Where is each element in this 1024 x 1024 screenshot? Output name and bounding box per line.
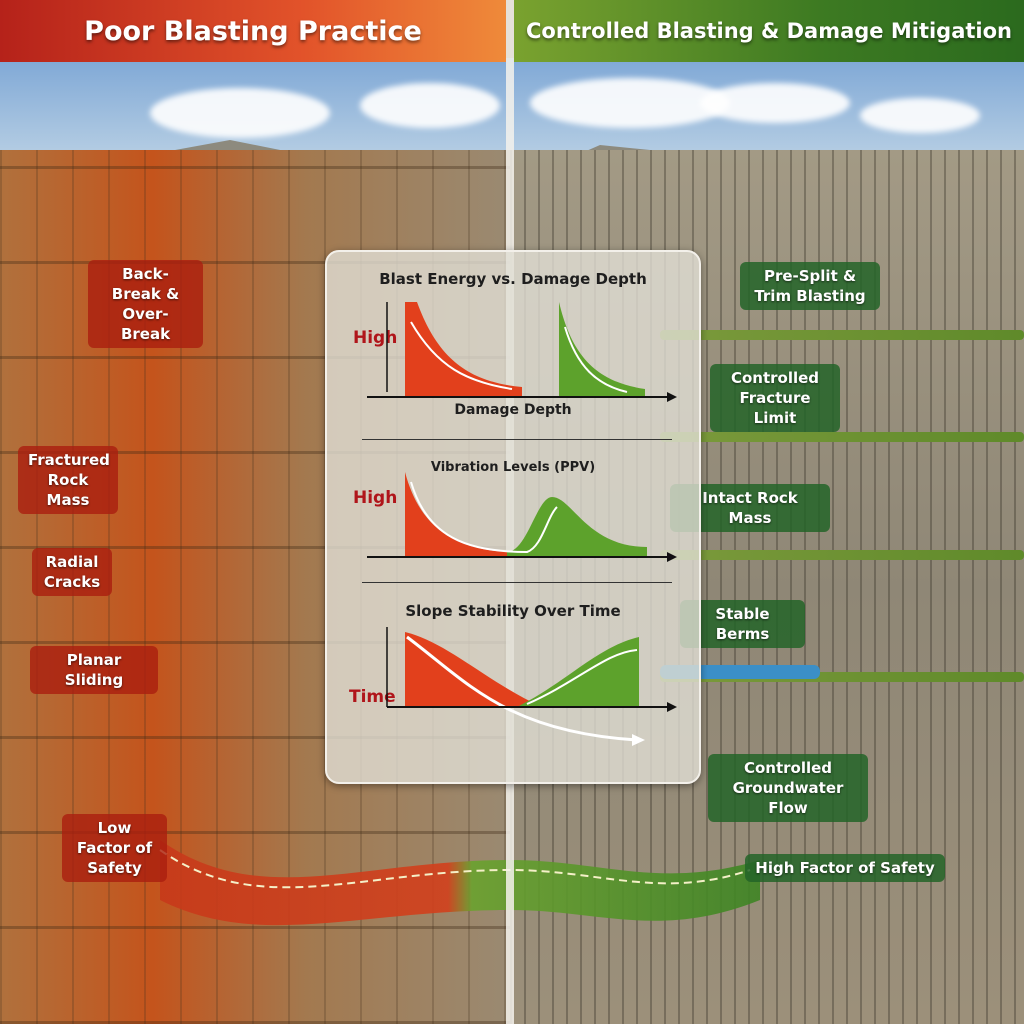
label-fractured-rock: Fractured Rock Mass [18, 446, 118, 514]
separator [362, 439, 672, 440]
x-label-damage-depth: Damage Depth [454, 402, 572, 418]
controlled-stability-curve [517, 637, 639, 707]
berm [660, 550, 1024, 560]
blast-energy-chart [367, 302, 677, 402]
poor-stability-curve [405, 632, 542, 707]
label-controlled-groundwater: Controlled Groundwater Flow [708, 754, 868, 822]
chart-title-blast-energy: Blast Energy vs. Damage Depth [379, 270, 647, 288]
vibration-chart [367, 472, 677, 562]
poor-vibration-curve [405, 472, 517, 557]
slope-stability-chart [386, 627, 677, 746]
label-planar-sliding: Planar Sliding [30, 646, 158, 694]
separator [362, 582, 672, 583]
header-controlled-blasting: Controlled Blasting & Damage Mitigation [514, 0, 1024, 62]
header-poor-blasting: Poor Blasting Practice [0, 0, 506, 62]
label-high-factor-of-safety: High Factor of Safety [745, 854, 945, 882]
label-back-break: Back-Break & Over-Break [88, 260, 203, 348]
label-pre-split: Pre-Split & Trim Blasting [740, 262, 880, 310]
y-label-high: High [353, 328, 398, 348]
label-radial-cracks: Radial Cracks [32, 548, 112, 596]
label-low-factor-of-safety: Low Factor of Safety [62, 814, 167, 882]
berm [660, 330, 1024, 340]
label-controlled-fracture-limit: Controlled Fracture Limit [710, 364, 840, 432]
info-panel: Blast Energy vs. Damage Depth High Damag… [325, 250, 701, 784]
y-label-time: Time [349, 687, 396, 707]
berm [660, 432, 1024, 442]
chart-title-vibration: Vibration Levels (PPV) [430, 460, 596, 475]
controlled-damage-curve [559, 302, 645, 397]
chart-title-slope-stability: Slope Stability Over Time [405, 602, 621, 620]
controlled-vibration-curve [507, 497, 647, 557]
poor-damage-curve [405, 302, 522, 397]
y-label-high: High [353, 488, 398, 508]
berm [660, 672, 1024, 682]
factor-of-safety-band [159, 840, 760, 926]
